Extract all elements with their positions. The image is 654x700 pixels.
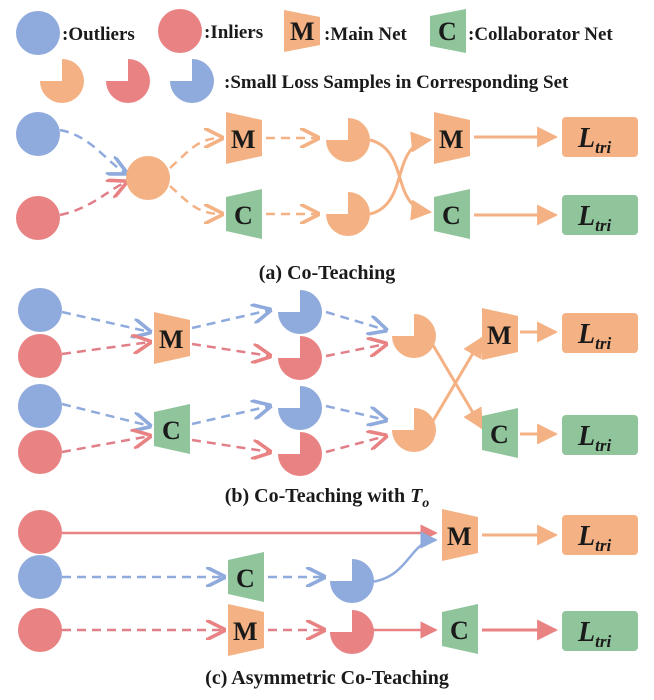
legend-small-loss-label: :Small Loss Samples in Corresponding Set (224, 72, 569, 93)
triplet-loss-box (562, 117, 638, 157)
small-loss-sample (326, 118, 370, 162)
triplet-loss-label: Ltri (577, 421, 611, 455)
triplet-loss-box (562, 515, 638, 555)
caption-c: (c) Asymmetric Co-Teaching (205, 667, 449, 689)
main-net-letter: M (487, 321, 512, 350)
collab-net (434, 189, 470, 239)
inlier-sample (18, 510, 62, 554)
triplet-loss-box (562, 313, 638, 353)
collab-net (154, 404, 190, 454)
collab-net-letter: C (490, 420, 509, 449)
main-net (482, 308, 518, 360)
main-net (226, 112, 262, 164)
small-loss-sample (278, 290, 322, 334)
legend-inliers-label: :Inliers (204, 22, 263, 43)
main-net-letter: M (231, 125, 256, 154)
arrow-b-blue-to-merge (325, 404, 386, 420)
legend-small-loss-red-icon (106, 59, 150, 103)
triplet-loss-label: Ltri (577, 201, 611, 235)
arrow-b-inlier-to-c (61, 436, 150, 454)
arrow-b-red-to-merge (325, 436, 386, 454)
legend-main-net-icon (284, 10, 320, 52)
panel-a: M C M C Ltri Ltri (a) Co-Teaching (16, 112, 638, 284)
outlier-sample (18, 555, 62, 599)
collab-net (226, 189, 262, 239)
legend-outliers-label: :Outliers (62, 24, 135, 45)
legend-collab-net-letter: C (438, 17, 457, 46)
main-net-letter: M (439, 125, 464, 154)
legend-main-net-letter: M (290, 17, 315, 46)
triplet-loss-label: Ltri (577, 521, 611, 555)
arrow-a-merge-to-c (169, 185, 222, 214)
arrow-c-blue-to-m (371, 531, 438, 584)
legend-inlier-circle (158, 9, 202, 53)
triplet-loss-label: Ltri (577, 617, 611, 651)
small-loss-sample (278, 386, 322, 430)
panel-b: M C M C Ltri Ltri (b) Co-Teaching with T… (18, 288, 638, 511)
collab-net (442, 604, 478, 654)
inlier-sample (16, 196, 60, 240)
legend-collab-net-icon (430, 9, 466, 53)
main-net-letter: M (159, 325, 184, 354)
arrow-b-m-to-blue (191, 310, 270, 330)
inlier-sample (18, 430, 62, 474)
arrow-b-blue-to-merge (325, 310, 386, 330)
legend: :Outliers :Inliers M :Main Net C :Collab… (16, 9, 613, 103)
triplet-loss-box (562, 195, 638, 235)
main-net (442, 509, 478, 561)
collab-net-letter: C (162, 416, 181, 445)
merged-sample (126, 156, 170, 200)
legend-small-loss-orange-icon (40, 59, 84, 103)
legend-collab-net-label: :Collaborator Net (468, 24, 613, 45)
caption-a: (a) Co-Teaching (259, 262, 395, 284)
legend-small-loss-blue-icon (170, 59, 214, 103)
caption-b: (b) Co-Teaching with To (225, 485, 430, 511)
arrow-b-cross-bottom-to-m (428, 336, 484, 427)
arrow-b-m-to-red (191, 342, 270, 356)
outlier-sample (16, 112, 60, 156)
triplet-loss-label: Ltri (577, 319, 611, 353)
outlier-sample (18, 384, 62, 428)
legend-main-net-label: :Main Net (324, 24, 408, 45)
main-net (154, 312, 190, 364)
main-net-letter: M (447, 522, 472, 551)
collab-net (228, 552, 264, 602)
triplet-loss-label: Ltri (577, 123, 611, 157)
small-loss-sample (392, 408, 436, 452)
collab-net-letter: C (236, 564, 255, 593)
legend-outlier-circle (16, 11, 60, 55)
small-loss-sample (278, 336, 322, 380)
collab-net-letter: C (442, 201, 461, 230)
outlier-sample (18, 288, 62, 332)
collab-net-letter: C (234, 201, 253, 230)
panel-c: M C M C Ltri Ltri (c) Asymmetric Co-Teac… (18, 509, 638, 689)
collab-net (482, 408, 518, 458)
small-loss-sample (330, 559, 374, 603)
arrow-b-c-to-red (191, 438, 270, 452)
small-loss-sample (392, 314, 436, 358)
main-net-letter: M (233, 617, 258, 646)
arrow-b-inlier-to-m (61, 342, 150, 356)
arrow-b-red-to-merge (325, 344, 386, 356)
arrow-a-merge-to-m (169, 138, 222, 169)
arrow-a-outlier-to-merge (59, 128, 126, 173)
arrow-b-outlier-to-m (61, 310, 150, 332)
arrow-a-cross-bottom-to-m (369, 131, 433, 216)
small-loss-sample (330, 610, 374, 654)
arrow-b-c-to-blue (191, 406, 270, 426)
arrow-b-outlier-to-c (61, 402, 150, 426)
collab-net-letter: C (450, 616, 469, 645)
arrow-a-inlier-to-merge (59, 182, 126, 217)
triplet-loss-box (562, 611, 638, 651)
inlier-sample (18, 608, 62, 652)
main-net (434, 112, 470, 164)
main-net (228, 604, 264, 656)
small-loss-sample (278, 432, 322, 476)
small-loss-sample (326, 192, 370, 236)
inlier-sample (18, 334, 62, 378)
triplet-loss-box (562, 415, 638, 455)
